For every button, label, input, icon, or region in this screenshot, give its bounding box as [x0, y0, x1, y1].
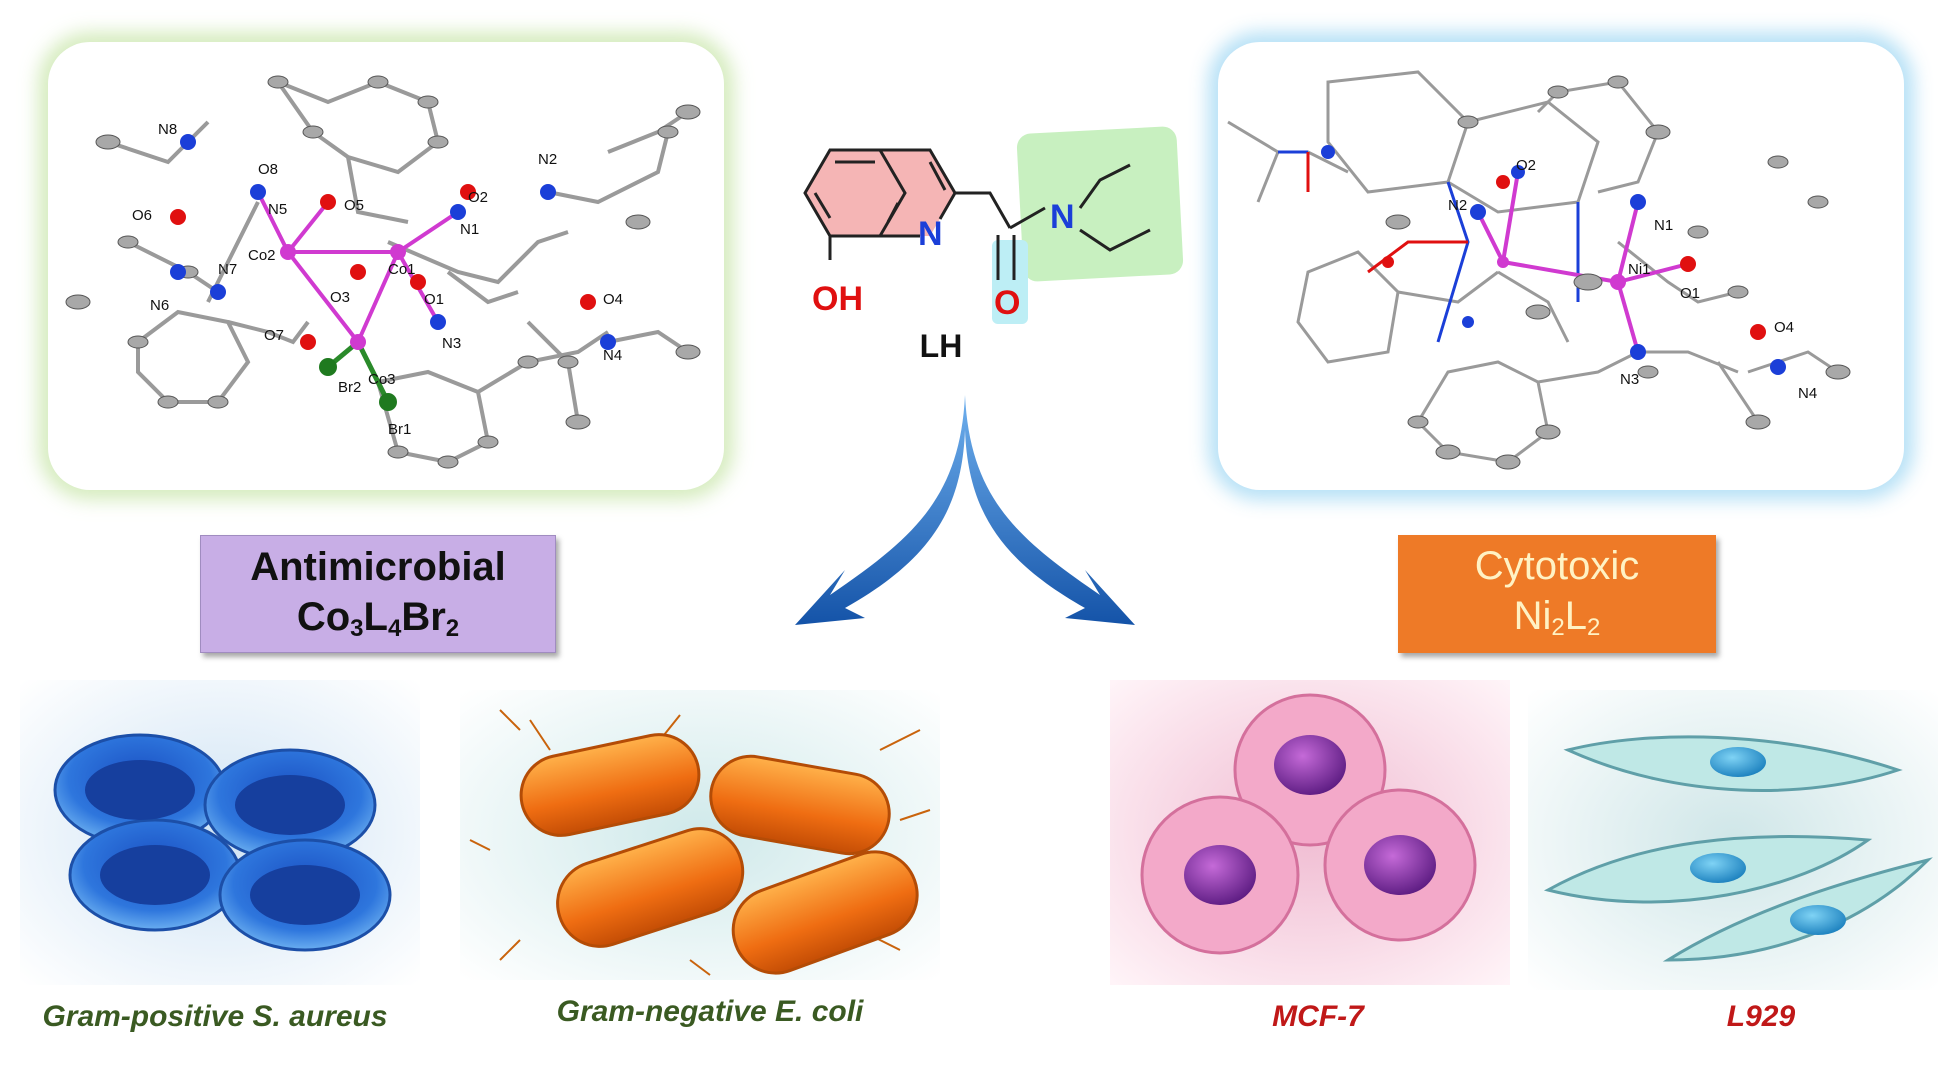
- ring-nitrogen-label: N: [918, 215, 943, 253]
- ligand-name: LH: [919, 328, 963, 364]
- atom-label: O4: [1774, 319, 1794, 336]
- antimicrobial-tag: Antimicrobial Co3L4Br2: [200, 535, 556, 653]
- atom-label: Br1: [388, 421, 411, 438]
- caption-s-aureus: Gram-positive S. aureus: [42, 1000, 388, 1033]
- atom-label: N4: [1798, 385, 1817, 402]
- atom-label: O2: [1516, 157, 1536, 174]
- tag-word: Cytotoxic: [1474, 544, 1640, 588]
- co-complex-structure-drawing: N8 O8 N5 O6 Co2 N7 N6 O5 O2 N2 N1 Co1 O3…: [65, 75, 701, 469]
- atom-label: O1: [424, 291, 444, 308]
- atom-label: N3: [1620, 371, 1639, 388]
- atom-label: N1: [1654, 217, 1673, 234]
- caption-l929: L929: [1726, 1000, 1796, 1033]
- s-aureus-illustration: [20, 680, 420, 985]
- atom-label: N4: [603, 347, 622, 364]
- complex-formula: Ni2L2: [1513, 594, 1601, 641]
- ni-complex-structure-panel: O2 N2 N1 Ni1 O1 O4 N3 N4: [1218, 42, 1904, 490]
- l929-illustration: [1528, 690, 1938, 990]
- e-coli-illustration: [460, 690, 940, 980]
- carbonyl-oxygen-label: O: [994, 284, 1020, 322]
- atom-label: Ni1: [1628, 261, 1651, 278]
- atom-label: Co1: [388, 261, 416, 278]
- ligand-lh-structure: N N O OH: [803, 126, 1184, 324]
- atom-label: O4: [603, 291, 623, 308]
- atom-label: O3: [330, 289, 350, 306]
- arrow-shape: [795, 395, 1135, 625]
- carbonyl-highlight-box: [992, 240, 1028, 324]
- ni-complex-structure-drawing: O2 N2 N1 Ni1 O1 O4 N3 N4: [1227, 70, 1851, 470]
- atom-label: O6: [132, 207, 152, 224]
- caption-e-coli: Gram-negative E. coli: [556, 995, 864, 1028]
- atom-label: N6: [150, 297, 169, 314]
- complex-formula: Co3L4Br2: [296, 595, 460, 642]
- split-arrow: [795, 395, 1135, 625]
- atom-label: N5: [268, 201, 287, 218]
- atom-label: N8: [158, 121, 177, 138]
- atom-label: N3: [442, 335, 461, 352]
- atom-label: N2: [1448, 197, 1467, 214]
- hydroxyl-label: OH: [812, 280, 863, 318]
- atom-label: O7: [264, 327, 284, 344]
- tag-word: Antimicrobial: [250, 545, 506, 589]
- atom-label: N7: [218, 261, 237, 278]
- atom-label: O8: [258, 161, 278, 178]
- amide-highlight-box: [1016, 126, 1184, 282]
- cytotoxic-tag: Cytotoxic Ni2L2: [1398, 535, 1716, 653]
- atom-label: Co2: [248, 247, 276, 264]
- atom-label: Co3: [368, 371, 396, 388]
- atom-label: O2: [468, 189, 488, 206]
- atom-label: Br2: [338, 379, 361, 396]
- mcf7-illustration: [1110, 680, 1510, 985]
- atom-label: O1: [1680, 285, 1700, 302]
- atom-label: N2: [538, 151, 557, 168]
- atom-label: N1: [460, 221, 479, 238]
- caption-mcf7: MCF-7: [1272, 1000, 1364, 1033]
- amide-nitrogen-label: N: [1050, 198, 1075, 236]
- atom-label: O5: [344, 197, 364, 214]
- co-complex-structure-panel: N8 O8 N5 O6 Co2 N7 N6 O5 O2 N2 N1 Co1 O3…: [48, 42, 724, 490]
